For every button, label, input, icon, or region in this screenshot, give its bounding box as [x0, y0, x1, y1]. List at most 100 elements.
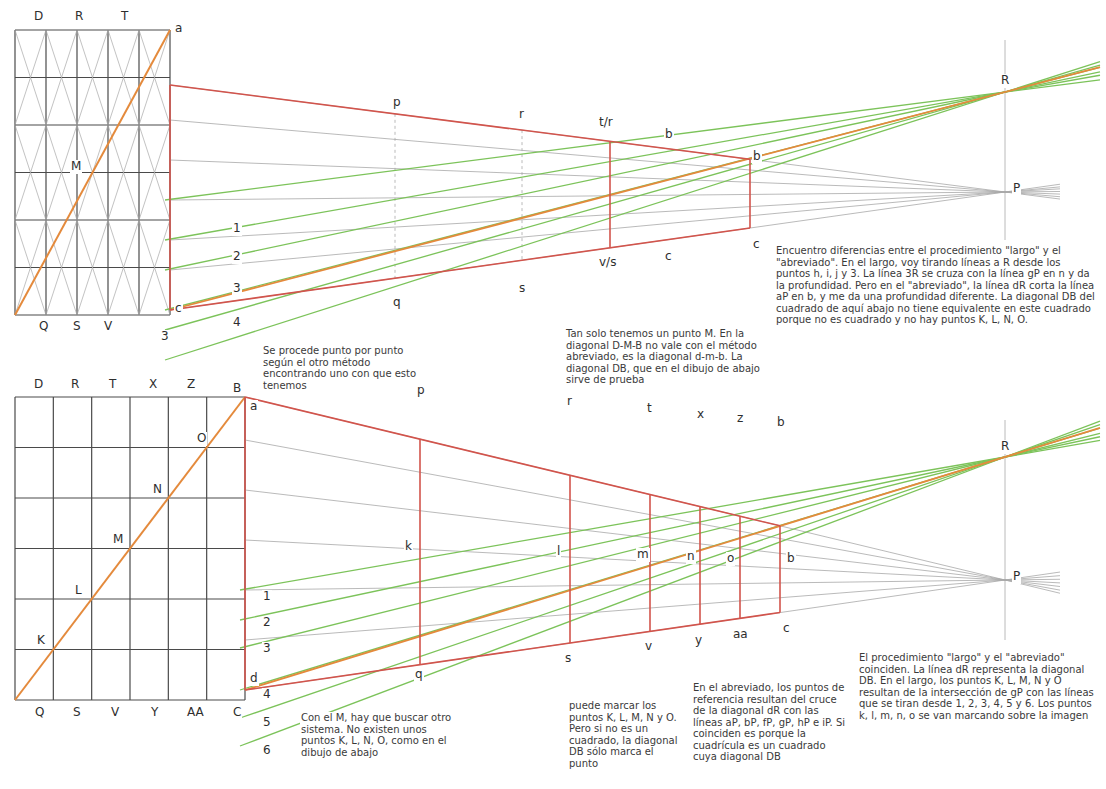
construction-line	[46, 220, 77, 315]
point-label: q	[414, 668, 424, 682]
point-label: Z	[186, 378, 196, 392]
point-label: 4	[232, 316, 242, 330]
grid-line	[15, 699, 245, 700]
point-label: r	[518, 108, 525, 122]
point-label: V	[103, 320, 113, 334]
construction-line	[108, 30, 139, 125]
handwritten-note: El procedimiento "largo" y el "abreviado…	[858, 652, 1100, 721]
depth-transversal	[609, 141, 611, 247]
point-label: S	[72, 706, 82, 720]
point-label: 1	[262, 590, 272, 604]
point-label: b	[786, 552, 796, 566]
point-label: c	[782, 622, 791, 636]
measuring-line	[240, 437, 1100, 620]
grid-line	[244, 397, 245, 700]
depth-transversal	[749, 159, 751, 228]
plane-edge	[170, 228, 750, 310]
depth-line	[170, 120, 1060, 197]
construction-line	[46, 30, 77, 125]
point-label: k	[404, 540, 413, 554]
point-label: R	[74, 10, 84, 24]
construction-line	[15, 30, 46, 125]
point-label: P	[1012, 570, 1021, 584]
point-label: p	[392, 96, 402, 110]
construction-line	[139, 125, 170, 220]
construction-line	[108, 220, 139, 315]
point-label: z	[736, 412, 744, 426]
point-label: O	[196, 432, 207, 446]
point-label: T	[108, 378, 117, 392]
grid-line	[15, 497, 245, 498]
depth-transversal	[699, 507, 701, 625]
point-label: 5	[262, 716, 272, 730]
depth-line	[170, 160, 1060, 194]
point-label: S	[72, 320, 82, 334]
point-label: 2	[262, 616, 272, 630]
point-label: C	[232, 706, 242, 720]
construction-line	[139, 220, 170, 315]
depth-line	[170, 189, 1060, 240]
point-label: c	[174, 302, 183, 316]
construction-line	[46, 220, 77, 315]
plane-edge	[245, 613, 780, 690]
grid-line	[15, 124, 170, 125]
construction-line	[108, 220, 139, 315]
measuring-line	[165, 80, 1100, 200]
point-label: b	[664, 128, 674, 142]
construction-line	[77, 220, 108, 315]
construction-line	[15, 125, 46, 220]
point-label: s	[518, 282, 526, 296]
measuring-line	[240, 440, 1100, 590]
depth-transversal	[419, 439, 421, 665]
point-label: t	[646, 402, 653, 416]
construction-line	[46, 30, 77, 125]
point-label: R	[70, 378, 80, 392]
handwritten-note: Tan solo tenemos un punto M. En la diago…	[565, 328, 767, 386]
point-label: D	[33, 10, 44, 24]
point-label: M	[70, 160, 82, 174]
point-label: Y	[150, 706, 159, 720]
handwritten-note: Se procede punto por punto según el otro…	[262, 345, 434, 391]
point-label: a	[174, 22, 183, 36]
point-label: R	[1000, 74, 1010, 88]
point-label: m	[636, 548, 650, 562]
point-label: n	[686, 550, 696, 564]
depth-transversal	[779, 526, 781, 613]
point-label: T	[120, 10, 129, 24]
point-label: 4	[262, 688, 272, 702]
picture-plane-edge	[244, 397, 246, 690]
point-label: L	[74, 584, 83, 598]
diagonal-to-r	[245, 428, 1100, 690]
point-label: b	[752, 150, 762, 164]
point-label: B	[232, 382, 242, 396]
point-label: c	[752, 238, 761, 252]
measuring-line	[165, 72, 1100, 270]
measuring-line	[165, 62, 1100, 360]
handwritten-note: En el abreviado, los puntos de referenci…	[692, 682, 849, 763]
square-diagonal	[15, 397, 245, 700]
point-label: Q	[34, 706, 45, 720]
plane-edge	[245, 397, 780, 526]
point-label: v/s	[598, 256, 617, 270]
plane-edge	[170, 85, 750, 159]
depth-line	[245, 490, 1060, 587]
point-label: o	[726, 552, 735, 566]
point-label: aa	[732, 628, 749, 642]
square-diagonal	[15, 30, 170, 315]
construction-line	[77, 220, 108, 315]
point-label: K	[36, 634, 46, 648]
point-label: V	[110, 706, 120, 720]
grid-line	[15, 649, 245, 650]
grid-line	[15, 219, 170, 220]
point-label: t/r	[598, 116, 614, 130]
point-label: q	[392, 296, 402, 310]
depth-line	[245, 579, 1060, 590]
construction-line	[108, 125, 139, 220]
point-label: D	[33, 378, 44, 392]
construction-line	[108, 125, 139, 220]
depth-transversal	[739, 516, 741, 618]
point-label: d	[249, 672, 259, 686]
measuring-line	[240, 433, 1100, 648]
grid-line	[169, 30, 170, 315]
point-label: M	[112, 533, 124, 547]
